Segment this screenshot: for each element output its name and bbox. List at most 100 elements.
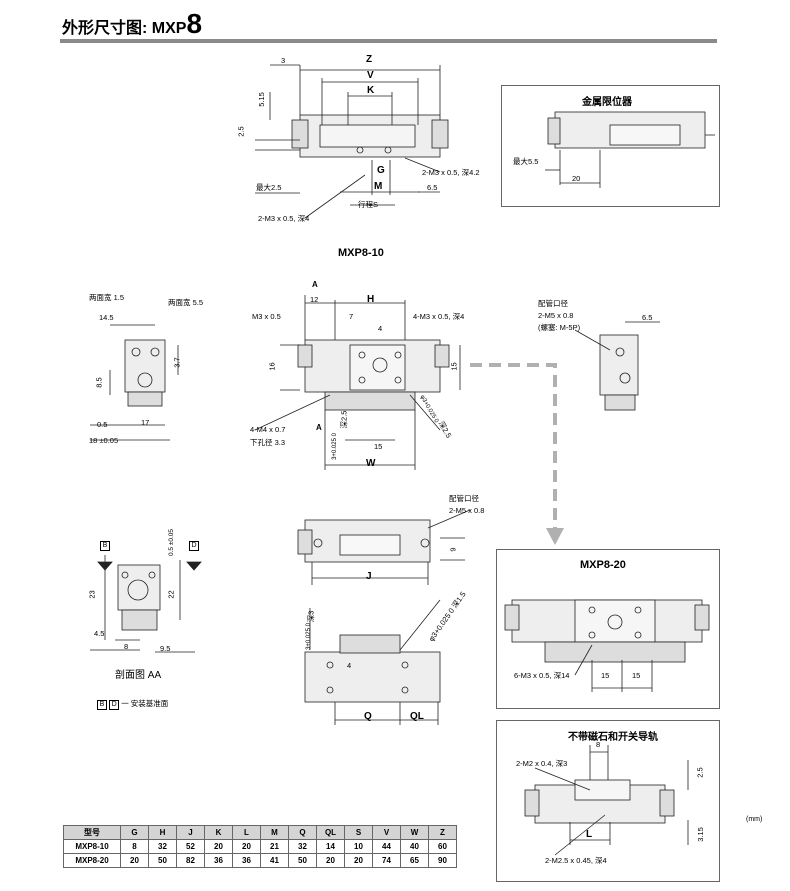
dim-deep-3: 深3 [306,610,316,623]
dim-4m4: 4-M4 x 0.7 [250,425,286,434]
flow-arrow-head [546,528,564,545]
dim-m3-deep42: 2-M3 x 0.5, 深4.2 [422,168,480,177]
no-magnet-title: 不带磁石和开关导轨 [568,732,658,743]
legend-b: B [97,700,107,710]
cell: 41 [260,853,289,868]
dim-15-side: 15 [449,362,459,371]
th-s: S [344,825,373,840]
cell: 10 [344,839,373,854]
model-20-title: MXP8-20 [580,559,626,571]
dim-hole-3-3: 下孔径 3.3 [250,438,286,447]
dim-v: V [367,70,374,81]
dim-4: 4 [378,324,383,333]
cell: MXP8-10 [63,839,121,854]
side-port-size: 2-M5 x 0.8 [449,506,485,515]
dim-8-5: 8.5 [94,377,104,388]
limiter-title: 金属限位器 [582,97,632,108]
title-rule [60,39,717,43]
dim-m3-deep4: 2-M3 x 0.5, 深4 [258,214,310,223]
main-view-drawing [254,295,461,470]
left-view-drawing [90,324,179,441]
dim-6m3-deep14: 6-M3 x 0.5, 深14 [514,671,570,680]
cell: 50 [288,853,317,868]
dim-0-5-tol: 0.5 ±0.05 [168,528,176,557]
model-20-box [496,549,720,709]
cell: 36 [204,853,233,868]
cell: 32 [288,839,317,854]
table-row: MXP8-10 8 32 52 20 20 21 32 14 10 44 40 … [63,839,457,854]
dim-8-nm: 8 [596,740,601,749]
dim-5-15: 5.15 [256,92,266,107]
th-w: W [400,825,429,840]
dim-l: L [586,829,593,840]
side-port-caption: 配管口径 [449,494,479,503]
table-header-row: 型号 G H J K L M Q QL S V W Z [63,825,457,840]
cell: 74 [372,853,401,868]
cell: 8 [120,839,149,854]
cell: 82 [176,853,205,868]
dim-width-1-5: 两面宽 1.5 [89,293,125,302]
no-magnet-drawing [524,745,689,856]
limiter-drawing [545,111,715,188]
dim-17: 17 [141,418,150,427]
dim-15-bottom: 15 [374,442,383,451]
dim-2m2-5: 2-M2.5 x 0.45, 深4 [545,856,607,865]
section-a-top: A [312,280,318,289]
dim-m: M [374,181,383,192]
dim-m3: M3 x 0.5 [252,312,281,321]
dim-3-15: 3.15 [695,827,705,842]
dim-7: 7 [349,312,354,321]
model-20-drawing [504,599,710,692]
cell: 20 [120,853,149,868]
dim-3-tol: 3+0.025 0 [331,433,338,460]
dim-20: 20 [572,174,581,183]
cell: 20 [316,853,345,868]
dim-2-5-nm: 2.5 [695,767,705,778]
legend-d: D [109,700,120,710]
cell: 50 [148,853,177,868]
dim-14-5: 14.5 [99,313,114,322]
cell: 32 [148,839,177,854]
dim-deep-2-5: 深2.5 [339,410,349,429]
cell: MXP8-20 [63,853,121,868]
port-size: 2-M5 x 0.8 [538,311,574,320]
cell: 44 [372,839,401,854]
dim-h: H [367,294,375,305]
dim-stroke-s: 行程S [358,200,379,209]
dim-15-a: 15 [601,671,610,680]
dimension-table: 型号 G H J K L M Q QL S V W Z MXP8-10 8 32… [63,825,457,868]
limiter-box [501,85,720,207]
dim-4m3-deep4: 4-M3 x 0.5, 深4 [413,312,465,321]
dim-2m2: 2-M2 x 0.4, 深3 [516,759,568,768]
table-unit: (mm) [746,816,763,823]
table-row: MXP8-20 20 50 82 36 36 41 50 20 20 74 65… [63,853,457,868]
th-j: J [176,825,205,840]
th-model: 型号 [63,825,121,840]
cell: 52 [176,839,205,854]
th-z: Z [428,825,457,840]
cell: 36 [232,853,261,868]
dim-max-5-5: 最大5.5 [513,157,539,166]
cell: 40 [400,839,429,854]
th-v: V [372,825,401,840]
flow-arrow [470,363,557,530]
model-10-label: MXP8-10 [338,247,384,259]
cell: 60 [428,839,457,854]
dim-z: Z [366,54,373,65]
section-view-drawing [90,555,202,653]
dim-max-2-5: 最大2.5 [256,183,282,192]
dim-g: G [377,165,385,176]
bottom-view-drawing [304,599,441,725]
dim-q: Q [364,711,372,722]
dim-12: 12 [310,295,319,304]
port-view-drawing [574,321,660,411]
legend-text: 一 安装基准面 [121,699,169,708]
section-a-bottom: A [316,423,322,432]
dim-4-5: 4.5 [94,629,105,638]
dim-16: 16 [267,362,277,371]
dim-6-5: 6.5 [427,183,438,192]
dim-15-b: 15 [632,671,641,680]
dim-3: 3 [281,56,286,65]
dim-9-5: 9.5 [160,644,171,653]
dim-w: W [366,458,376,469]
